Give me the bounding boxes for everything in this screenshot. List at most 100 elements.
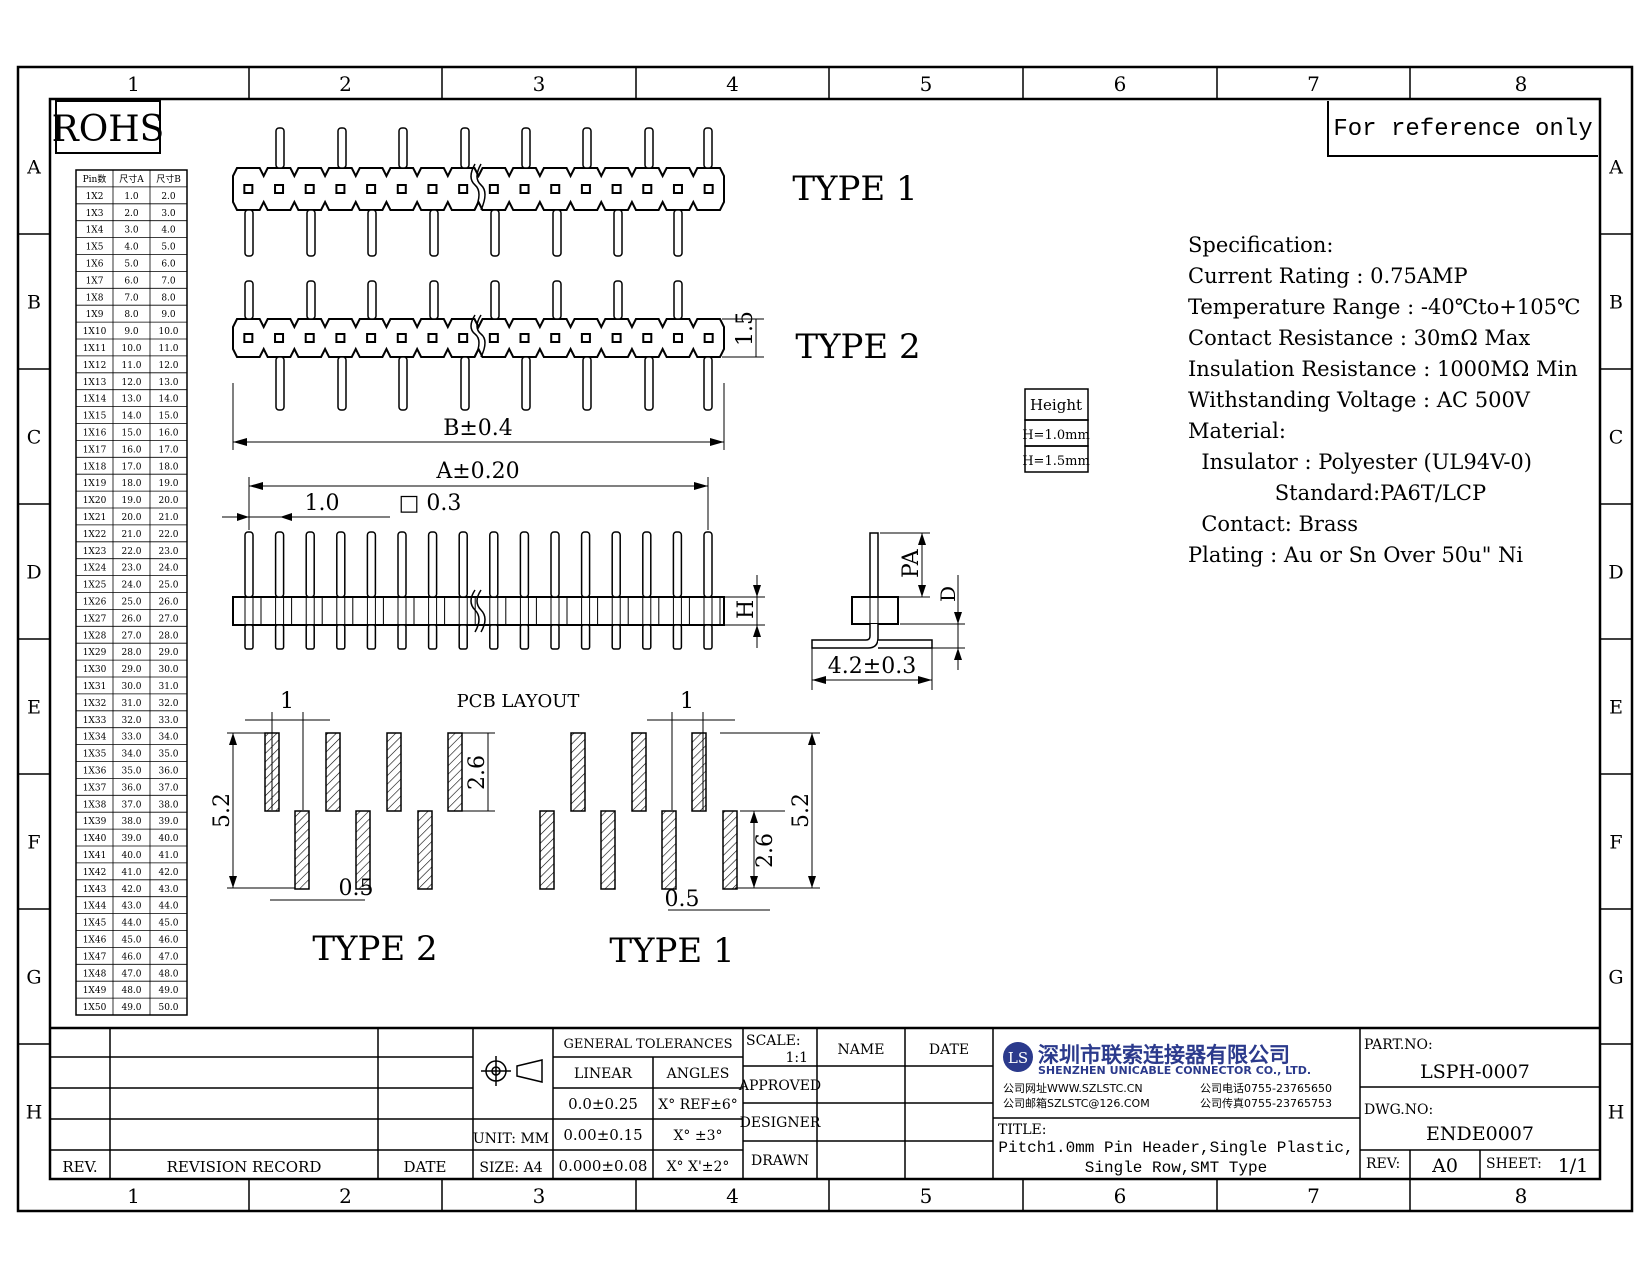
pin-table-cell: 45.0 bbox=[158, 919, 178, 929]
spec-line: Plating : Au or Sn Over 50u" Ni bbox=[1188, 543, 1523, 567]
pin-table-cell: 35.0 bbox=[121, 767, 141, 777]
spec-line: Material: bbox=[1188, 419, 1286, 443]
angle-tol: X° REF±6° bbox=[658, 1097, 738, 1113]
pin-table-cell: 33.0 bbox=[158, 716, 178, 726]
pin-table-cell: 30.0 bbox=[121, 682, 141, 692]
pin-table-cell: 45.0 bbox=[121, 936, 141, 946]
pin-table-cell: 39.0 bbox=[158, 817, 178, 827]
title-line-2: Single Row,SMT Type bbox=[1085, 1159, 1267, 1177]
pin-table-cell: 20.0 bbox=[158, 496, 178, 506]
spec-line: Temperature Range : -40℃to+105℃ bbox=[1188, 295, 1580, 319]
pin-table-cell: 2.0 bbox=[124, 209, 139, 219]
type2-side-view bbox=[232, 280, 725, 411]
pin-table-cell: 36.0 bbox=[158, 767, 178, 777]
pin-table-cell: 16.0 bbox=[158, 429, 178, 439]
pin-table-cell: 24.0 bbox=[158, 564, 178, 574]
pin-table-cell: 38.0 bbox=[158, 800, 178, 810]
pin-table-cell: 22.0 bbox=[158, 530, 178, 540]
pin-table-cell: 4.0 bbox=[124, 243, 139, 253]
zone-column-label: 6 bbox=[1114, 72, 1127, 96]
dim-pin-size: □ 0.3 bbox=[399, 491, 462, 516]
pin-table-cell: 11.0 bbox=[158, 344, 178, 354]
pin-table-cell: 32.0 bbox=[158, 699, 178, 709]
pin-table-cell: 25.0 bbox=[121, 598, 141, 608]
scale-label: SCALE: bbox=[746, 1033, 801, 1049]
company-email: 公司邮箱SZLSTC@126.COM bbox=[1003, 1096, 1150, 1110]
pcb-dim-pad-left: 2.6 bbox=[465, 755, 490, 790]
pin-table-cell: 36.0 bbox=[121, 783, 141, 793]
pin-table-cell: 1X10 bbox=[83, 327, 107, 337]
pin-table-cell: 12.0 bbox=[121, 378, 141, 388]
zone-column-label: 1 bbox=[127, 72, 140, 96]
pin-table-cell: 27.0 bbox=[158, 614, 178, 624]
pin-table-cell: 33.0 bbox=[121, 733, 141, 743]
pin-table-cell: 1X6 bbox=[86, 260, 104, 270]
pin-table-cell: 23.0 bbox=[121, 564, 141, 574]
height-row: H=1.0mm bbox=[1022, 428, 1090, 443]
zone-row-label: H bbox=[26, 1102, 43, 1124]
pin-table-cell: 29.0 bbox=[158, 648, 178, 658]
pin-table-cell: 2.0 bbox=[161, 192, 176, 202]
pin-table-cell: 1X45 bbox=[83, 919, 107, 929]
designer-label: DESIGNER bbox=[740, 1115, 821, 1131]
linear-tol: 0.0±0.25 bbox=[568, 1095, 638, 1113]
pcb-dim-pitch-right: 1 bbox=[680, 689, 694, 714]
pin-table-cell: 25.0 bbox=[158, 581, 178, 591]
general-tolerances-header: GENERAL TOLERANCES bbox=[563, 1037, 732, 1052]
pin-table-cell: 1X4 bbox=[86, 226, 104, 236]
pin-table-cell: 1X2 bbox=[86, 192, 104, 202]
height-table: Height H=1.0mm H=1.5mm bbox=[1022, 388, 1090, 473]
pin-table-cell: 1X30 bbox=[83, 665, 107, 675]
height-header: Height bbox=[1030, 396, 1082, 414]
pin-table-cell: 4.0 bbox=[161, 226, 176, 236]
pin-table-cell: 18.0 bbox=[158, 462, 178, 472]
rev-label: REV: bbox=[1366, 1156, 1400, 1172]
pin-table-cell: 29.0 bbox=[121, 665, 141, 675]
company-fax: 公司传真0755-23765753 bbox=[1200, 1096, 1332, 1110]
zone-row-label: A bbox=[26, 157, 41, 179]
zone-column-label: 8 bbox=[1515, 72, 1528, 96]
company-name-cn: 深圳市联索连接器有限公司 bbox=[1038, 1043, 1290, 1067]
pcb-dim-height-right: 5.2 bbox=[789, 793, 814, 828]
pin-table-cell: 1X13 bbox=[83, 378, 107, 388]
pin-table-cell: 1X5 bbox=[86, 243, 104, 253]
pin-table-cell: 1X12 bbox=[83, 361, 107, 371]
zone-column-label: 4 bbox=[726, 1184, 739, 1208]
pin-table-cell: 48.0 bbox=[158, 969, 178, 979]
part-no-value: LSPH-0007 bbox=[1420, 1061, 1530, 1083]
pin-table-cell: 39.0 bbox=[121, 834, 141, 844]
pin-table-cell: 13.0 bbox=[121, 395, 141, 405]
company-logo-icon: LS bbox=[1003, 1042, 1033, 1072]
approved-label: APPROVED bbox=[738, 1078, 821, 1094]
spec-line: Standard:PA6T/LCP bbox=[1188, 481, 1486, 505]
zone-row-label: E bbox=[1609, 697, 1623, 719]
pin-table-header: Pin数 bbox=[83, 173, 107, 185]
dim-1-5: 1.5 bbox=[733, 311, 758, 346]
pin-table-cell: 20.0 bbox=[121, 513, 141, 523]
pin-table-cell: 21.0 bbox=[121, 530, 141, 540]
part-no-label: PART.NO: bbox=[1364, 1037, 1433, 1053]
zone-column-label: 6 bbox=[1114, 1184, 1127, 1208]
pin-table-cell: 1X44 bbox=[83, 902, 107, 912]
zone-row-label: B bbox=[1609, 292, 1623, 314]
zone-row-label: F bbox=[27, 832, 40, 854]
pin-table-cell: 1X20 bbox=[83, 496, 107, 506]
pin-table-cell: 1X21 bbox=[83, 513, 107, 523]
pcb-dim-width-right: 0.5 bbox=[665, 887, 700, 912]
height-row: H=1.5mm bbox=[1022, 454, 1090, 469]
pin-table-cell: 31.0 bbox=[158, 682, 178, 692]
pin-table-cell: 7.0 bbox=[161, 276, 176, 286]
name-header: NAME bbox=[838, 1042, 885, 1058]
revision-record-header: REVISION RECORD bbox=[167, 1158, 322, 1176]
zone-column-label: 1 bbox=[127, 1184, 140, 1208]
zone-column-label: 2 bbox=[339, 72, 352, 96]
pin-table-cell: 1X49 bbox=[83, 986, 107, 996]
zone-row-label: H bbox=[1608, 1102, 1625, 1124]
pin-table-cell: 1X41 bbox=[83, 851, 107, 861]
pin-table-cell: 1X32 bbox=[83, 699, 107, 709]
unit-label: UNIT: MM bbox=[473, 1131, 549, 1147]
pin-table-cell: 1X34 bbox=[83, 733, 107, 743]
pin-table-cell: 30.0 bbox=[158, 665, 178, 675]
company-website: 公司网址WWW.SZLSTC.CN bbox=[1003, 1081, 1143, 1095]
